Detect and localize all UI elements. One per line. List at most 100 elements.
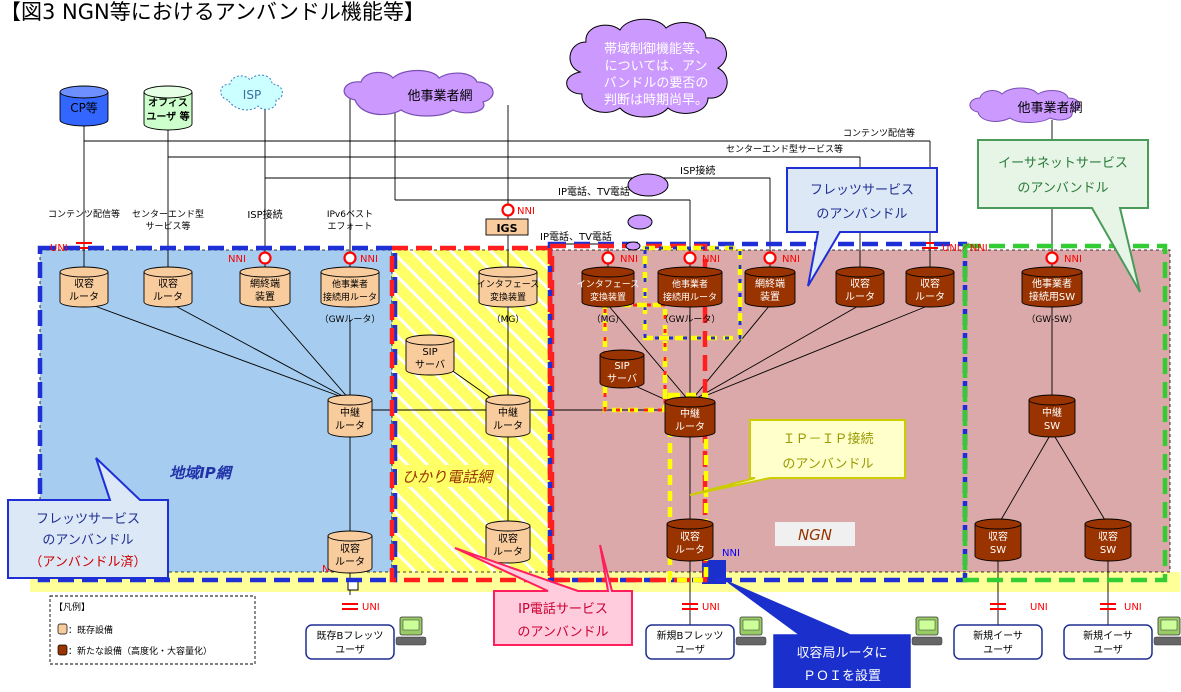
isp-label: ISP — [243, 88, 261, 102]
note-line-3: バンドルの要否の — [604, 76, 709, 91]
other-carrier-label: 他事業者網 — [407, 88, 472, 104]
uni-label-bottom-3: UNI — [1030, 602, 1048, 613]
content-left-label: コンテンツ配信等 — [48, 208, 120, 220]
accommodation-router-1-label-2: ルータ — [69, 291, 99, 303]
other-carrier-sw-label-1: 他事業者 — [1032, 277, 1072, 290]
interface-converter-1-label-2: 変換装置 — [490, 291, 526, 303]
hikari-network-name: ひかり電話網 — [402, 468, 495, 486]
user-new-bflets-label-1: 新規Bフレッツ — [657, 629, 724, 642]
accommodation-sw-1-label-1: 収容 — [988, 530, 1008, 543]
isp-cloud: ISP — [220, 74, 283, 111]
nni-label-regional: NNI — [228, 254, 246, 265]
accommodation-sw-1-label-2: SW — [990, 545, 1006, 556]
isp-left-label: ISP接続 — [247, 208, 282, 221]
callout-ethernet: イーサネットサービス のアンバンドル — [977, 139, 1149, 293]
nni-label-ngn-1: NNI — [702, 254, 720, 265]
network-terminal-2-label-1: 網終端 — [755, 277, 785, 290]
center-end-left-2: サービス等 — [145, 220, 190, 232]
cp-label: CP等 — [70, 101, 98, 115]
other-carrier-router-2-role: （GWルータ） — [660, 314, 721, 325]
accommodation-router-2-label-2: ルータ — [153, 291, 183, 303]
other-carrier-sw-role: （GW-SW） — [1026, 314, 1077, 325]
poi-small-box — [347, 580, 359, 591]
other-carrier-router-1-label-1: 他事業者 — [332, 278, 368, 290]
regional-ip-network-name: 地域IP網 — [169, 464, 234, 482]
accommodation-sw-2-label-2: SW — [1100, 545, 1116, 556]
relay-router-3-label-1: 中継 — [680, 407, 700, 420]
note-line-2: については、アン — [605, 59, 708, 74]
other-carrier-sw-label-2: 接続用SW — [1029, 290, 1075, 303]
other-carrier-router-1-role: （GWルータ） — [320, 314, 381, 325]
accommodation-router-7-label-1: 収容 — [680, 530, 700, 543]
relay-router-2-label-1: 中継 — [498, 406, 518, 419]
office-user: オフィス ユーザ 等 — [143, 85, 193, 131]
igs-label: IGS — [496, 222, 517, 235]
sip-server-1-label-1: SIP — [422, 347, 437, 358]
user-new-bflets-terminal-icon — [735, 616, 767, 646]
callout-flets-ngn: フレッツサービス のアンバンドル — [786, 167, 938, 287]
nni-label-ether: NNI — [1064, 254, 1082, 265]
callout-ip-ip-2: のアンバンドル — [782, 457, 873, 472]
cp-server: CP等 — [59, 85, 109, 127]
legend-new: ：新たな設備（高度化・大容量化） — [68, 645, 212, 657]
accommodation-router-6-label-2: ルータ — [915, 291, 945, 303]
note-line-4: 判断は時期尚早。 — [604, 93, 708, 108]
legend-title: 【凡例】 — [54, 601, 90, 613]
uni-label-bottom-4: UNI — [1124, 602, 1142, 613]
accommodation-sw-2: 収容 SW — [1084, 518, 1132, 562]
other-carrier-cloud: 他事業者網 — [343, 69, 494, 117]
uni-label-bottom-2: UNI — [702, 602, 720, 613]
network-terminal-1-label-1: 網終端 — [250, 277, 280, 290]
relay-router-1-label-2: ルータ — [335, 420, 365, 432]
accommodation-router-4-label-1: 収容 — [498, 532, 518, 545]
callout-ip-ip: ＩＰ－ＩＰ接続 のアンバンドル — [689, 419, 906, 496]
interface-converter-2-label-1: インタフェース — [577, 279, 640, 290]
interface-converter-1-role: （MG） — [492, 314, 525, 325]
other-carrier-router-2-label-1: 他事業者 — [672, 278, 708, 290]
network-terminal-1-label-2: 装置 — [255, 290, 275, 303]
uni-bars — [342, 603, 1116, 610]
other-carrier-router-1-label-2: 接続用ルータ — [323, 291, 377, 303]
ip-phone-mid-label: IP電話、TV電話 — [540, 230, 612, 243]
uni-label-bottom-1: UNI — [362, 602, 380, 613]
user-new-ether-1-label-1: 新規イーサ — [973, 629, 1023, 642]
relay-sw-label-2: SW — [1044, 421, 1060, 432]
callout-flets-left-3: （アンバンドル済） — [29, 554, 146, 570]
accommodation-sw-2-label-1: 収容 — [1098, 530, 1118, 543]
ipv6-2: エフォート — [327, 222, 372, 232]
accommodation-router-6-label-1: 収容 — [920, 277, 940, 290]
legend: 【凡例】 ：既存設備 ：新たな設備（高度化・大容量化） — [49, 595, 256, 665]
callout-poi-2: ＰＯＩを設置 — [803, 668, 881, 684]
callout-ip-phone-2: のアンバンドル — [517, 625, 608, 640]
nni-label-ngn-2: NNI — [782, 254, 800, 265]
interface-converter-2-role: （MG） — [592, 314, 625, 325]
uni-bars-top — [76, 242, 938, 249]
user-new-ether-2-label-2: ユーザ — [1093, 644, 1123, 656]
other-carrier-cloud-right: 他事業者網 — [969, 87, 1083, 123]
nni-label-ngn-3: NNI — [620, 254, 638, 265]
relay-router-1-label-1: 中継 — [340, 406, 360, 419]
accommodation-router-5-label-2: ルータ — [845, 291, 875, 303]
callout-ethernet-1: イーサネットサービス — [998, 156, 1128, 171]
user-existing-bflets-terminal-icon — [395, 616, 427, 646]
office-label-1: オフィス — [148, 97, 188, 109]
accommodation-router-3-label-1: 収容 — [340, 542, 360, 555]
relay-router-3-label-2: ルータ — [675, 421, 705, 433]
accommodation-router-4-label-2: ルータ — [493, 546, 523, 558]
